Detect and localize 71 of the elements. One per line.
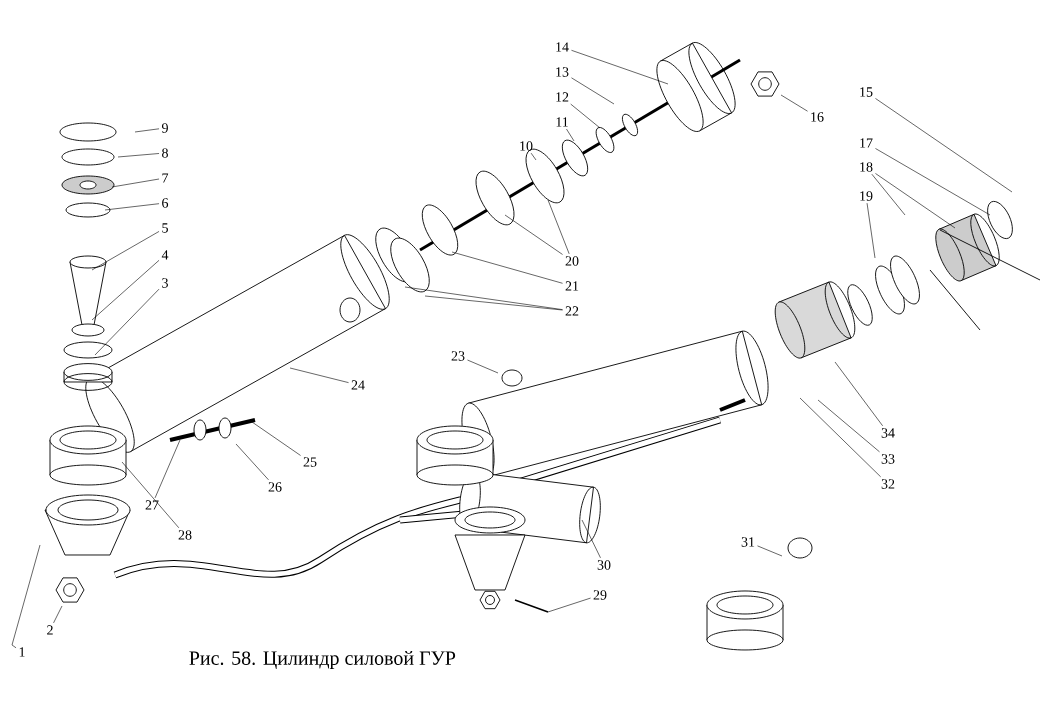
callout-number: 6 (162, 198, 169, 208)
callout-number: 12 (556, 92, 569, 102)
callout-number: 29 (593, 590, 607, 600)
leader-line (104, 203, 160, 211)
callout-number: 5 (162, 223, 168, 233)
leader-line (834, 361, 883, 427)
callout-number: 21 (565, 281, 579, 291)
callout-number: 8 (162, 148, 168, 158)
callout-number: 14 (556, 42, 569, 52)
callout-number: 27 (145, 500, 159, 510)
leader-line (570, 103, 601, 129)
leader-line (571, 50, 669, 85)
leader-line (571, 77, 615, 105)
leader-line (581, 519, 601, 559)
leader-line (566, 128, 575, 142)
leader-line (530, 152, 537, 161)
leader-line (451, 251, 563, 284)
leader-line (875, 173, 956, 229)
leader-line (251, 421, 301, 456)
leader-line (547, 597, 591, 613)
leader-line (871, 173, 906, 216)
leader-line (780, 94, 808, 112)
callout-number: 34 (881, 428, 895, 438)
callout-number: 33 (881, 454, 895, 464)
callout-number: 26 (268, 482, 282, 492)
callout-number: 18 (860, 162, 873, 172)
callout-number: 16 (811, 112, 824, 122)
callout-number: 25 (303, 457, 317, 467)
leader-line (799, 397, 881, 478)
callout-number: 7 (162, 173, 169, 183)
leader-line (91, 259, 160, 321)
leader-line (757, 545, 783, 557)
callout-number: 3 (162, 278, 168, 288)
callout-number: 1 (19, 647, 25, 657)
leader-line (289, 367, 349, 383)
callout-number: 24 (351, 380, 365, 390)
figure-caption: Рис. 58. Цилиндр силовой ГУР (189, 651, 456, 669)
leader-line (11, 544, 41, 649)
leader-line (235, 443, 269, 481)
leader-line (117, 153, 160, 158)
leader-line (504, 214, 563, 255)
callout-number: 17 (860, 138, 873, 148)
leader-line (817, 399, 880, 453)
callout-number: 19 (860, 191, 873, 201)
callout-number: 23 (451, 351, 465, 361)
leader-line (134, 128, 160, 133)
callout-number: 13 (556, 67, 569, 77)
leader-line (424, 295, 563, 311)
callout-number: 30 (597, 560, 611, 570)
leader-line (121, 461, 180, 529)
callout-number: 32 (881, 479, 895, 489)
leader-line (94, 288, 160, 356)
leader-line (111, 178, 160, 188)
leader-line (866, 202, 876, 259)
callout-number: 11 (556, 117, 568, 127)
callout-number: 31 (741, 537, 755, 547)
callout-number: 22 (565, 306, 579, 316)
leader-line (53, 605, 63, 624)
leader-line (875, 98, 1013, 193)
callout-number: 9 (161, 123, 168, 133)
callout-number: 2 (47, 625, 53, 635)
callout-number: 15 (860, 87, 873, 97)
leader-line (467, 359, 499, 374)
leader-line (91, 231, 160, 271)
leader-line (875, 148, 991, 216)
callout-number: 10 (520, 141, 533, 151)
callout-number: 20 (565, 256, 579, 266)
leader-line (154, 439, 181, 499)
callout-number: 4 (161, 250, 169, 260)
leader-line (547, 199, 570, 255)
callout-number: 28 (178, 530, 192, 540)
